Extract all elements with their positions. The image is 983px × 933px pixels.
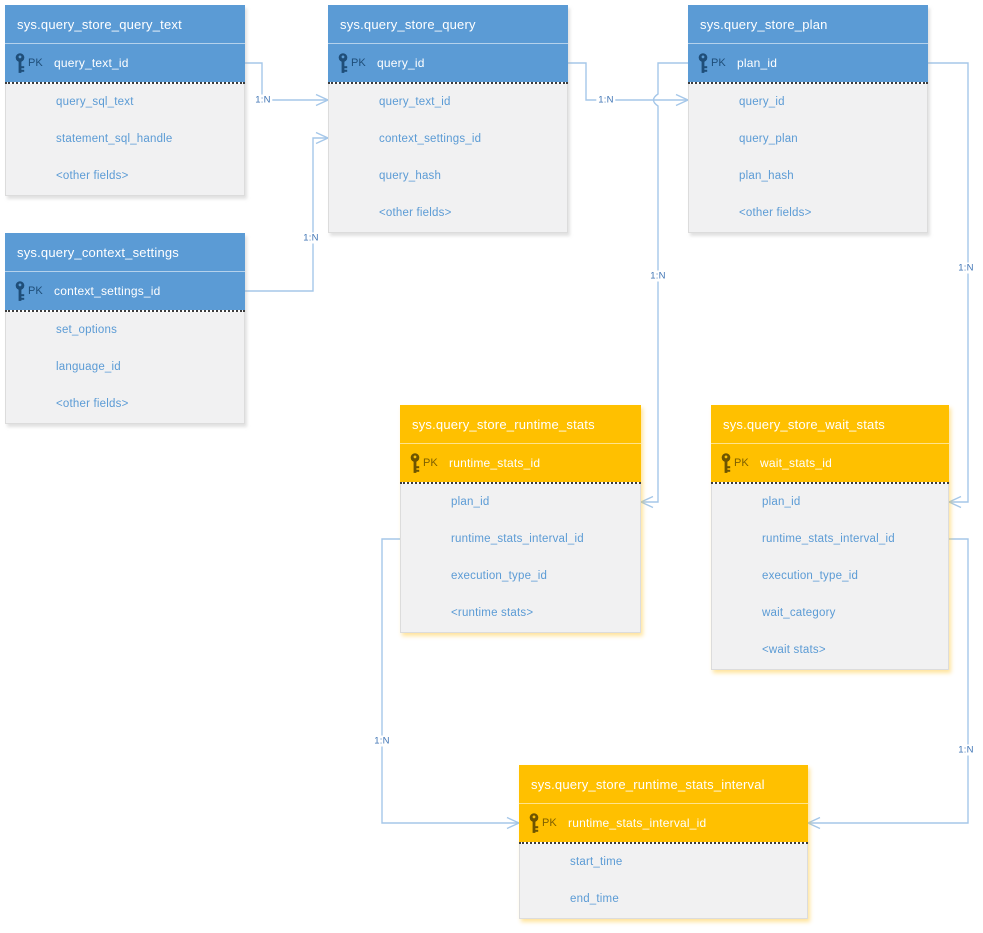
pk-label: PK xyxy=(28,57,43,69)
pk-separator xyxy=(400,482,641,484)
field-row: query_plan xyxy=(739,133,798,145)
pk-field-name: plan_id xyxy=(737,56,778,70)
field-list: plan_id runtime_stats_interval_id execut… xyxy=(711,484,949,670)
field-row: plan_hash xyxy=(739,170,794,182)
field-row: end_time xyxy=(570,893,619,905)
field-list: plan_id runtime_stats_interval_id execut… xyxy=(400,484,641,633)
field-list: query_sql_text statement_sql_handle <oth… xyxy=(5,84,245,196)
field-list: query_id query_plan plan_hash <other fie… xyxy=(688,84,928,233)
table-title: sys.query_store_query_text xyxy=(5,5,245,44)
cardinality-label: 1:N xyxy=(596,94,616,106)
pk-field-name: query_id xyxy=(377,56,425,70)
primary-key-row: PK query_text_id xyxy=(5,44,245,82)
field-row: execution_type_id xyxy=(451,570,548,582)
field-row: <other fields> xyxy=(56,170,129,182)
field-list: set_options language_id <other fields> xyxy=(5,312,245,424)
pk-separator xyxy=(328,82,568,84)
table-query-store-wait-stats[interactable]: sys.query_store_wait_stats PK wait_stats… xyxy=(711,405,949,670)
pk-label: PK xyxy=(423,457,438,469)
table-query-context-settings[interactable]: sys.query_context_settings PK context_se… xyxy=(5,233,245,424)
cardinality-label: 1:N xyxy=(372,735,392,747)
table-query-store-query[interactable]: sys.query_store_query PK query_id query_… xyxy=(328,5,568,233)
field-row: query_sql_text xyxy=(56,96,134,108)
table-title: sys.query_store_plan xyxy=(688,5,928,44)
primary-key-row: PK runtime_stats_id xyxy=(400,444,641,482)
connector-plan-to-wait-stats[interactable] xyxy=(928,62,969,509)
pk-separator xyxy=(711,482,949,484)
key-icon xyxy=(14,280,28,302)
cardinality-label: 1:N xyxy=(648,270,668,282)
pk-label: PK xyxy=(542,817,557,829)
table-query-store-plan[interactable]: sys.query_store_plan PK plan_id query_id… xyxy=(688,5,928,233)
key-icon xyxy=(337,52,351,74)
cardinality-label: 1:N xyxy=(956,262,976,274)
field-row: <other fields> xyxy=(56,398,129,410)
primary-key-row: PK wait_stats_id xyxy=(711,444,949,482)
cardinality-label: 1:N xyxy=(956,744,976,756)
field-list: query_text_id context_settings_id query_… xyxy=(328,84,568,233)
pk-field-name: runtime_stats_id xyxy=(449,456,541,470)
field-list: start_time end_time xyxy=(519,844,808,919)
pk-label: PK xyxy=(734,457,749,469)
field-row: runtime_stats_interval_id xyxy=(762,533,895,545)
table-query-store-runtime-stats-interval[interactable]: sys.query_store_runtime_stats_interval P… xyxy=(519,765,808,919)
field-row: plan_id xyxy=(762,496,801,508)
pk-field-name: wait_stats_id xyxy=(760,456,832,470)
table-query-store-query-text[interactable]: sys.query_store_query_text PK query_text… xyxy=(5,5,245,196)
field-row: plan_id xyxy=(451,496,490,508)
field-row: start_time xyxy=(570,856,623,868)
pk-field-name: context_settings_id xyxy=(54,284,161,298)
pk-label: PK xyxy=(711,57,726,69)
primary-key-row: PK context_settings_id xyxy=(5,272,245,310)
field-row: context_settings_id xyxy=(379,133,482,145)
pk-field-name: runtime_stats_interval_id xyxy=(568,816,707,830)
primary-key-row: PK plan_id xyxy=(688,44,928,82)
table-title: sys.query_store_wait_stats xyxy=(711,405,949,444)
table-title: sys.query_store_runtime_stats_interval xyxy=(519,765,808,804)
connector-contextsettings-to-query[interactable] xyxy=(245,131,330,292)
table-title: sys.query_store_runtime_stats xyxy=(400,405,641,444)
pk-separator xyxy=(519,842,808,844)
key-icon xyxy=(14,52,28,74)
field-row: <other fields> xyxy=(739,207,812,219)
pk-label: PK xyxy=(28,285,43,297)
table-title: sys.query_context_settings xyxy=(5,233,245,272)
field-row: statement_sql_handle xyxy=(56,133,173,145)
key-icon xyxy=(697,52,711,74)
pk-separator xyxy=(5,310,245,312)
pk-separator xyxy=(5,82,245,84)
field-row: <other fields> xyxy=(379,207,452,219)
field-row: query_text_id xyxy=(379,96,451,108)
connector-wait-stats-to-interval[interactable] xyxy=(806,538,969,830)
field-row: <runtime stats> xyxy=(451,607,534,619)
table-title: sys.query_store_query xyxy=(328,5,568,44)
pk-label: PK xyxy=(351,57,366,69)
key-icon xyxy=(528,812,542,834)
field-row: query_id xyxy=(739,96,785,108)
key-icon xyxy=(409,452,423,474)
field-row: query_hash xyxy=(379,170,442,182)
cardinality-label: 1:N xyxy=(253,94,273,106)
pk-separator xyxy=(688,82,928,84)
field-row: <wait stats> xyxy=(762,644,826,656)
connector-plan-to-runtime-stats[interactable] xyxy=(639,62,688,509)
key-icon xyxy=(720,452,734,474)
primary-key-row: PK query_id xyxy=(328,44,568,82)
cardinality-label: 1:N xyxy=(301,232,321,244)
field-row: set_options xyxy=(56,324,118,336)
table-query-store-runtime-stats[interactable]: sys.query_store_runtime_stats PK runtime… xyxy=(400,405,641,633)
field-row: wait_category xyxy=(762,607,836,619)
primary-key-row: PK runtime_stats_interval_id xyxy=(519,804,808,842)
field-row: language_id xyxy=(56,361,121,373)
field-row: runtime_stats_interval_id xyxy=(451,533,584,545)
field-row: execution_type_id xyxy=(762,570,859,582)
connector-query-to-plan[interactable] xyxy=(568,62,690,107)
pk-field-name: query_text_id xyxy=(54,56,129,70)
